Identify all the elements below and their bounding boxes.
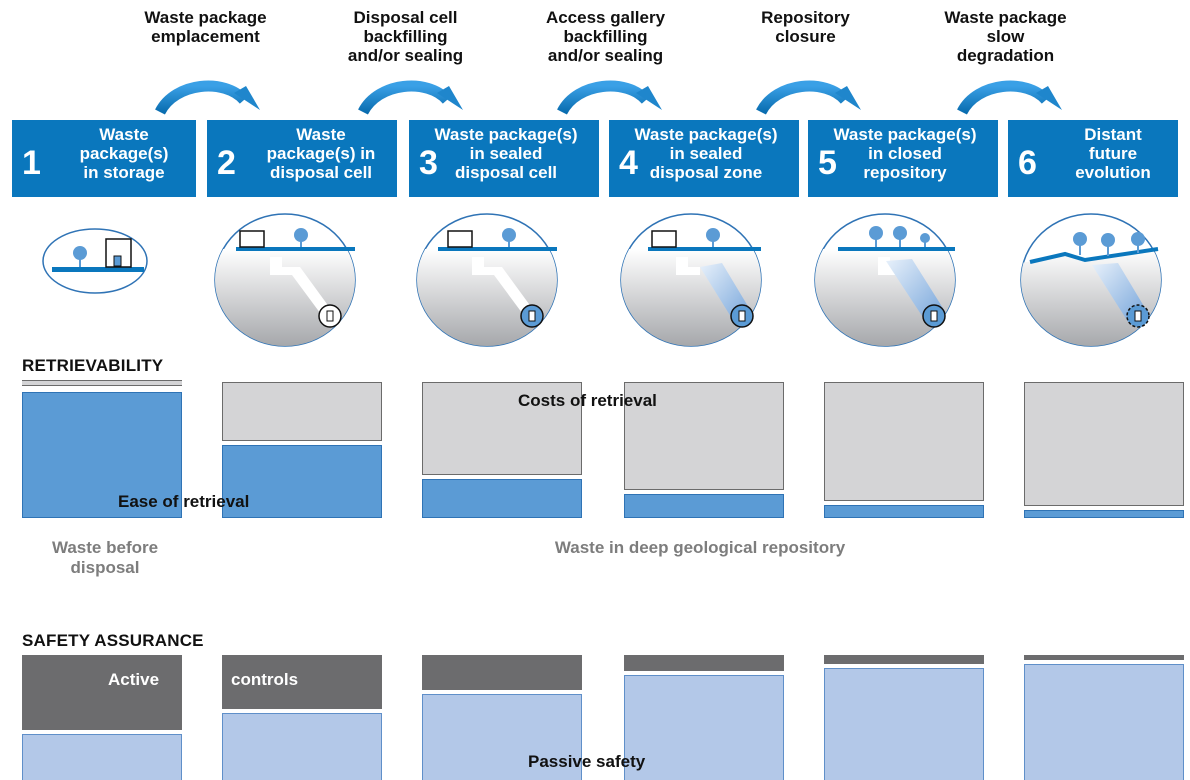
stage-box-2: 2 Waste package(s) in disposal cell bbox=[207, 120, 397, 197]
ease-of-retrieval-bar bbox=[222, 445, 382, 518]
transition-label: Waste package slow degradation bbox=[944, 8, 1067, 65]
ease-of-retrieval-bar bbox=[1024, 510, 1184, 518]
stage-number: 2 bbox=[217, 144, 236, 182]
closed-repository-illustration bbox=[814, 213, 956, 347]
sealed-zone-illustration bbox=[620, 213, 762, 347]
passive-safety-label: Passive safety bbox=[528, 752, 646, 771]
active-controls-bar bbox=[1024, 655, 1184, 660]
transition-label: Waste package emplacement bbox=[144, 8, 267, 46]
cost-of-retrieval-bar bbox=[624, 382, 784, 490]
stage-label: Distant future evolution bbox=[1075, 125, 1151, 182]
active-controls-bar bbox=[22, 655, 182, 730]
retrievability-underline bbox=[22, 380, 182, 386]
cost-of-retrieval-bar bbox=[422, 382, 582, 475]
passive-safety-bar bbox=[222, 713, 382, 780]
cost-of-retrieval-bar bbox=[222, 382, 382, 441]
passive-safety-bar bbox=[624, 675, 784, 780]
transition-arrows bbox=[155, 80, 1062, 115]
stage-box-3: 3 Waste package(s) in sealed disposal ce… bbox=[409, 120, 599, 197]
curved-arrow-icon bbox=[155, 80, 260, 115]
active-controls-bar bbox=[222, 655, 382, 709]
stage-box-1: 1 Waste package(s) in storage bbox=[12, 120, 196, 197]
cost-of-retrieval-bar bbox=[824, 382, 984, 501]
disposal-cell-illustration bbox=[214, 213, 356, 347]
passive-safety-bar bbox=[422, 694, 582, 780]
retrievability-title: RETRIEVABILITY bbox=[22, 356, 164, 375]
active-controls-bar bbox=[624, 655, 784, 671]
curved-arrow-icon bbox=[756, 80, 861, 115]
waste-before-disposal-label: Waste before disposal bbox=[51, 538, 159, 577]
stage-box-4: 4 Waste package(s) in sealed disposal zo… bbox=[609, 120, 799, 197]
stage-number: 3 bbox=[419, 144, 438, 182]
passive-safety-bar bbox=[824, 668, 984, 780]
stage-number: 6 bbox=[1018, 144, 1037, 182]
stage-label: Waste package(s) in closed repository bbox=[833, 125, 977, 182]
transition-label: Disposal cell backfilling and/or sealing bbox=[347, 8, 464, 65]
storage-illustration bbox=[42, 228, 148, 294]
safety-assurance-title: SAFETY ASSURANCE bbox=[22, 631, 204, 650]
stage-number: 5 bbox=[818, 144, 837, 182]
stage-box-6: 6 Distant future evolution bbox=[1008, 120, 1178, 197]
curved-arrow-icon bbox=[957, 80, 1062, 115]
stage-label: Waste package(s) in sealed disposal cell bbox=[434, 125, 578, 182]
active-controls-bar bbox=[824, 655, 984, 664]
stage-number: 1 bbox=[22, 144, 41, 182]
curved-arrow-icon bbox=[358, 80, 463, 115]
ease-of-retrieval-label: Ease of retrieval bbox=[118, 492, 250, 511]
passive-safety-bar bbox=[1024, 664, 1184, 780]
sealed-cell-illustration bbox=[416, 213, 558, 347]
controls-label: controls bbox=[231, 670, 299, 689]
stage-label: Waste package(s) in storage bbox=[79, 125, 169, 182]
ease-of-retrieval-bar bbox=[22, 392, 182, 518]
costs-of-retrieval-label: Costs of retrieval bbox=[518, 391, 657, 410]
ease-of-retrieval-bar bbox=[422, 479, 582, 518]
passive-safety-bar bbox=[22, 734, 182, 780]
future-evolution-illustration bbox=[1020, 213, 1162, 347]
active-controls-bar bbox=[422, 655, 582, 690]
stage-label: Waste package(s) in sealed disposal zone bbox=[634, 125, 778, 182]
stage-number: 4 bbox=[619, 144, 638, 182]
curved-arrow-icon bbox=[557, 80, 662, 115]
transition-label: Access gallery backfilling and/or sealin… bbox=[545, 8, 666, 65]
transition-label: Repository closure bbox=[761, 8, 850, 46]
cost-of-retrieval-bar bbox=[1024, 382, 1184, 506]
ease-of-retrieval-bar bbox=[624, 494, 784, 518]
waste-in-repository-label: Waste in deep geological repository bbox=[554, 538, 846, 557]
ease-of-retrieval-bar bbox=[824, 505, 984, 518]
stage-label: Waste package(s) in disposal cell bbox=[266, 125, 376, 182]
active-label: Active bbox=[108, 670, 160, 689]
stage-illustrations bbox=[42, 213, 1162, 347]
stage-box-5: 5 Waste package(s) in closed repository bbox=[808, 120, 998, 197]
